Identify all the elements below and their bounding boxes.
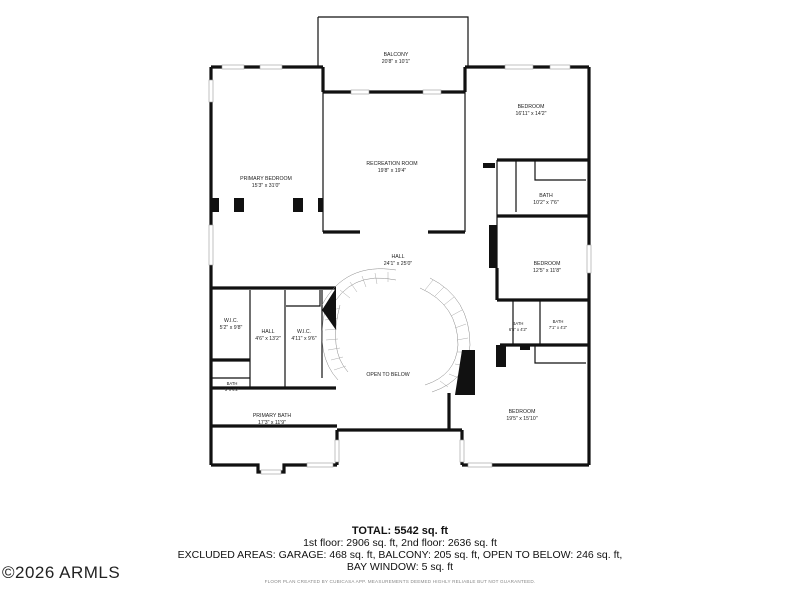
room-name-bath-se2: BATH: [553, 319, 564, 324]
room-dims-primary-bath: 17'3" x 11'9": [258, 420, 286, 426]
room-name-primary-bedroom: PRIMARY BEDROOM: [240, 176, 292, 182]
room-name-bedroom-se: BEDROOM: [509, 409, 536, 415]
room-dims-primary-bedroom: 15'3" x 31'0": [252, 183, 281, 189]
room-dims-bath-sw: 5' x 4'2": [225, 387, 240, 392]
room-dims-recreation: 19'8" x 19'4": [378, 168, 407, 174]
excluded-areas: EXCLUDED AREAS: GARAGE: 468 sq. ft, BALC…: [177, 549, 623, 561]
outer-walls: [209, 16, 591, 474]
room-name-recreation: RECREATION ROOM: [366, 161, 417, 167]
windows: [208, 64, 592, 475]
room-name-bedroom-e: BEDROOM: [534, 261, 561, 267]
room-dims-bedroom-e: 12'5" x 11'8": [533, 268, 561, 274]
room-name-balcony: BALCONY: [384, 52, 409, 58]
room-name-wic-1: W.I.C.: [224, 318, 238, 324]
room-name-hall-main: HALL: [392, 254, 405, 260]
room-name-bath-se1: BATH: [513, 321, 524, 326]
room-name-bedroom-ne: BEDROOM: [518, 104, 545, 110]
copyright-watermark: ©2026 ARMLS: [2, 563, 121, 582]
room-name-hall-small: HALL: [262, 329, 275, 335]
room-dims-bath-se1: 6'5" x 4'2": [509, 327, 528, 332]
room-name-bath-e: BATH: [539, 193, 553, 199]
room-labels: BALCONY 20'8" x 10'1" RECREATION ROOM 19…: [220, 52, 568, 426]
room-dims-bath-e: 10'2" x 7'6": [533, 200, 559, 206]
room-dims-balcony: 20'8" x 10'1": [382, 59, 411, 65]
interior-walls: [211, 92, 589, 430]
room-dims-wic-1: 5'2" x 9'8": [220, 325, 243, 331]
area-summary: TOTAL: 5542 sq. ft 1st floor: 2906 sq. f…: [0, 525, 800, 573]
room-dims-bedroom-ne: 16'11" x 14'2": [516, 111, 547, 117]
room-dims-bedroom-se: 19'5" x 15'10": [506, 416, 537, 422]
room-dims-bath-se2: 7'1" x 4'2": [549, 325, 568, 330]
footnote: FLOOR PLAN CREATED BY CUBICASA APP. MEAS…: [264, 579, 536, 584]
room-name-primary-bath: PRIMARY BATH: [253, 413, 292, 419]
room-name-open-to-below: OPEN TO BELOW: [366, 372, 409, 378]
floor-areas: 1st floor: 2906 sq. ft, 2nd floor: 2636 …: [303, 537, 497, 549]
room-name-wic-2: W.I.C.: [297, 329, 311, 335]
room-dims-wic-2: 4'11" x 9'6": [291, 336, 316, 342]
total-area: TOTAL: 5542 sq. ft: [351, 525, 449, 537]
room-name-bath-sw: BATH: [227, 381, 238, 386]
bay-window-area: BAY WINDOW: 5 sq. ft: [346, 561, 454, 573]
room-dims-hall-small: 4'6" x 13'2": [255, 336, 281, 342]
room-dims-hall-main: 24'1" x 25'0": [384, 261, 413, 267]
